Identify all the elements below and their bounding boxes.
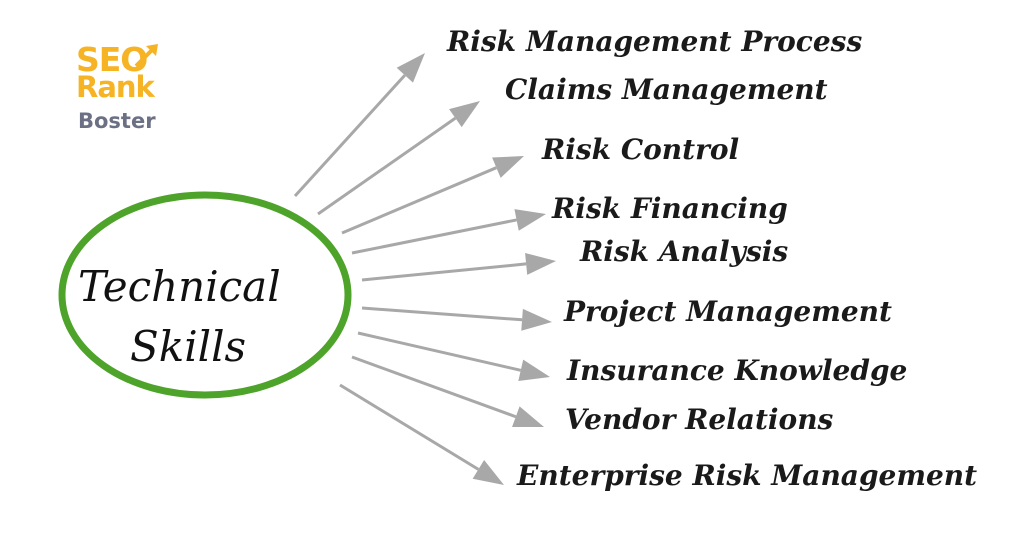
connector-arrow [361,252,556,282]
skill-label: Risk Analysis [580,235,789,268]
connector-arrow [317,101,480,216]
logo-seo-text: SEO [76,40,148,79]
skill-label: Vendor Relations [565,403,834,436]
skill-label: Insurance Knowledge [567,354,908,387]
connector-arrow [357,331,550,382]
arrow-shaft [317,116,457,216]
arrow-shaft [351,218,517,255]
arrow-head [525,252,556,275]
logo-rank-text: Rank [76,70,155,104]
arrow-head [492,156,524,178]
arrow-shaft [341,166,497,235]
connector-arrow [293,53,425,198]
arrow-shaft [361,262,527,282]
arrow-head [521,308,552,331]
arrow-shaft [293,74,406,198]
skill-label: Risk Control [542,133,740,166]
arrow-head [514,209,546,231]
connector-arrow [351,209,546,255]
connector-arrow [361,306,552,331]
connector-arrow [351,355,544,428]
trend-arrow-icon [134,44,158,68]
center-title-line1: Technical [78,262,281,311]
skill-label: Claims Management [505,73,828,106]
connector-arrow [339,383,504,485]
arrow-head [472,459,504,485]
arrow-shaft [357,331,522,372]
arrow-shaft [339,383,480,471]
logo: SEO Rank Boster [74,40,174,140]
skill-label: Enterprise Risk Management [517,459,978,492]
logo-boster-text: Boster [78,109,156,133]
skill-label: Risk Management Process [447,25,863,58]
arrow-shaft [351,355,517,419]
arrow-head [518,359,550,382]
center-title-line2: Skills [130,322,247,371]
skill-label: Project Management [564,295,892,328]
skill-label: Risk Financing [552,192,788,225]
arrow-head [449,101,480,128]
arrow-head [512,406,544,428]
arrow-head [396,53,425,83]
connector-arrow [341,156,524,235]
arrow-shaft [361,306,523,322]
